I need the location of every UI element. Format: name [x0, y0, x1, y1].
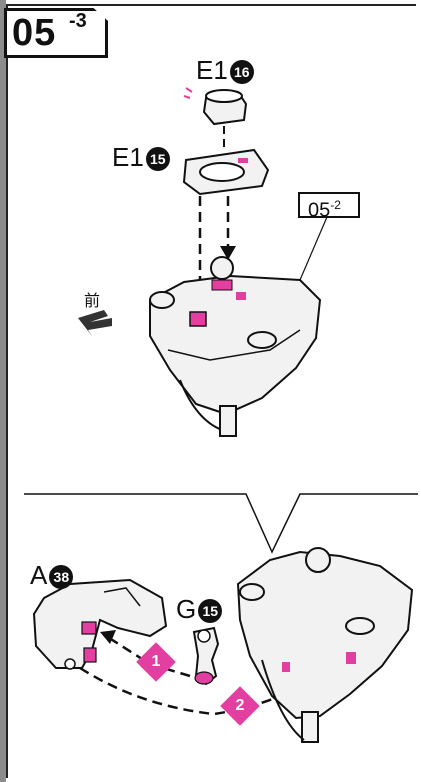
step-number-box [4, 8, 108, 58]
part-number-circle: 15 [198, 599, 223, 624]
detail-divider [24, 493, 418, 554]
part-letter: E1 [196, 55, 228, 85]
callout-badge-2: 2 [220, 686, 260, 726]
side-arm-part-drawing [32, 578, 168, 670]
part-number-circle: 15 [145, 147, 170, 172]
callout-number: 1 [151, 653, 161, 670]
step-frame [6, 4, 416, 778]
part-number-circle: 38 [49, 565, 74, 590]
lower-torso-drawing [236, 547, 414, 743]
part-letter: G [176, 594, 197, 624]
joint-part-drawing [192, 626, 220, 686]
front-direction-arrow [78, 310, 112, 336]
page-edge-bar [0, 0, 6, 782]
front-label: 前 [84, 293, 101, 310]
cap-part-drawing [183, 87, 248, 126]
callout-badge-1: 1 [136, 642, 176, 682]
reference-step-number: 05 [308, 199, 331, 222]
part-letter: A [30, 560, 48, 590]
callout-number: 2 [235, 697, 245, 714]
reference-step-sub: -2 [330, 198, 341, 212]
step-number: 05 [12, 12, 57, 54]
step-sub-number: -3 [69, 10, 87, 32]
reference-step-box: 05-2 [298, 192, 360, 222]
part-number-circle: 16 [229, 60, 254, 85]
torso-body-drawing [149, 209, 331, 437]
part-letter: E1 [112, 142, 144, 172]
ring-part-drawing [182, 148, 270, 196]
